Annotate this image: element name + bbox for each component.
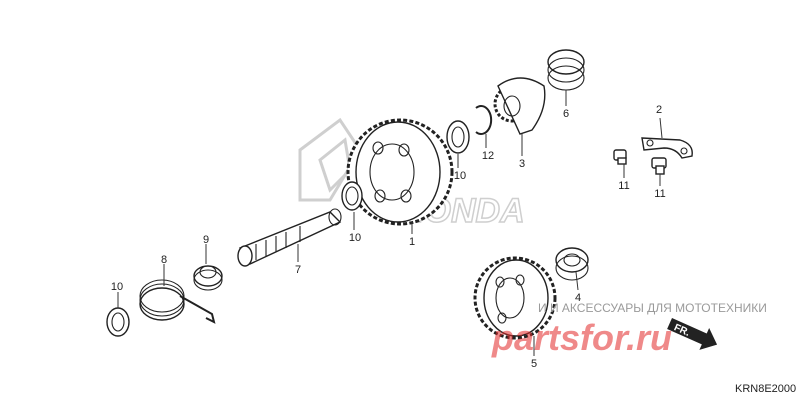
part-10-washer-upper — [446, 120, 470, 154]
part-6-spring — [547, 49, 585, 91]
diagram-code: KRN8E2000 — [735, 383, 796, 395]
callout-11-left: 11 — [618, 180, 629, 192]
front-direction-arrow: FR. — [667, 318, 718, 350]
part-2-bracket — [641, 137, 693, 159]
callout-5: 5 — [531, 358, 537, 370]
part-9-collar — [193, 265, 223, 291]
part-11-bolt-right — [651, 157, 667, 175]
part-3-ratchet — [493, 77, 546, 135]
part-12-circlip — [475, 105, 493, 135]
part-7-shaft — [237, 208, 342, 267]
watermark-brand: partsfor.ru — [491, 317, 672, 358]
callout-11-right: 11 — [654, 188, 665, 200]
callout-10-upper: 10 — [454, 170, 466, 182]
part-8-spring — [139, 279, 216, 324]
callout-12: 12 — [482, 150, 494, 162]
callout-6: 6 — [563, 108, 569, 120]
callout-10-lower: 10 — [111, 281, 123, 293]
watermark-caption: И И АКСЕССУАРЫ ДЛЯ МОТОТЕХНИКИ — [538, 301, 767, 315]
callout-4: 4 — [575, 292, 581, 304]
callout-1: 1 — [409, 236, 415, 248]
part-5-gear — [473, 256, 557, 340]
part-10-washer-lower — [106, 307, 130, 337]
callout-8: 8 — [161, 254, 167, 266]
callout-3: 3 — [519, 158, 525, 170]
part-10-washer-middle — [341, 181, 363, 211]
part-4-bushing — [555, 247, 589, 281]
leader-lines — [117, 90, 663, 356]
part-1-gear — [346, 118, 454, 226]
callout-10-middle: 10 — [349, 232, 361, 244]
callout-2: 2 — [656, 104, 662, 116]
part-11-bolt-left — [613, 149, 627, 165]
callout-9: 9 — [203, 234, 209, 246]
callout-7: 7 — [295, 264, 301, 276]
